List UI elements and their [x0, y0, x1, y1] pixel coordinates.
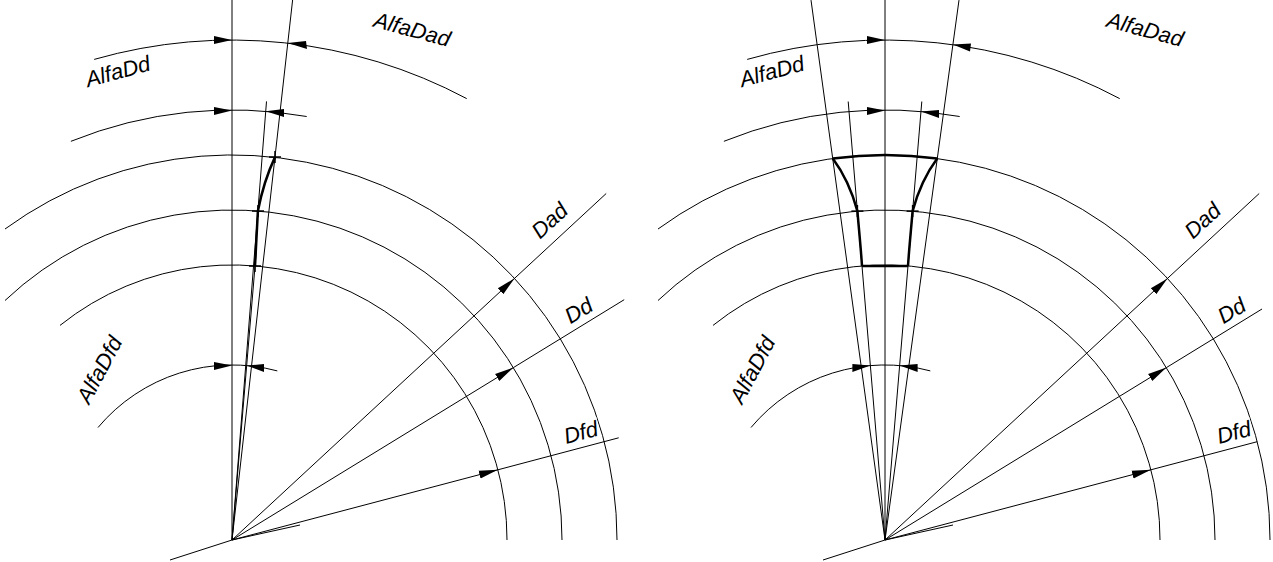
left-circles — [5, 0, 617, 560]
left-angle-arrows — [214, 36, 307, 372]
dimension-label: AlfaDad — [369, 8, 455, 53]
dimension-label: AlfaDd — [81, 51, 155, 92]
left-radius-dims — [232, 194, 624, 541]
dimension-label: Dad — [526, 197, 575, 245]
right-angle-arrows — [852, 36, 971, 372]
dimension-label: Dad — [1179, 197, 1228, 245]
right-circles — [658, 0, 1270, 560]
left-tooth-profile — [255, 157, 275, 266]
right-point-marks — [851, 205, 918, 217]
dimension-label: AlfaDd — [735, 51, 809, 92]
dimension-label: AlfaDfd — [724, 331, 781, 410]
dimension-label: AlfaDad — [1102, 8, 1188, 53]
left-point-marks — [249, 151, 281, 272]
right-radius-dims — [885, 194, 1262, 541]
dimension-label: AlfaDfd — [71, 331, 128, 410]
dimension-label: Dd — [558, 292, 598, 329]
dimension-label: Dd — [1211, 292, 1251, 329]
right-tooth-profile — [833, 155, 937, 266]
